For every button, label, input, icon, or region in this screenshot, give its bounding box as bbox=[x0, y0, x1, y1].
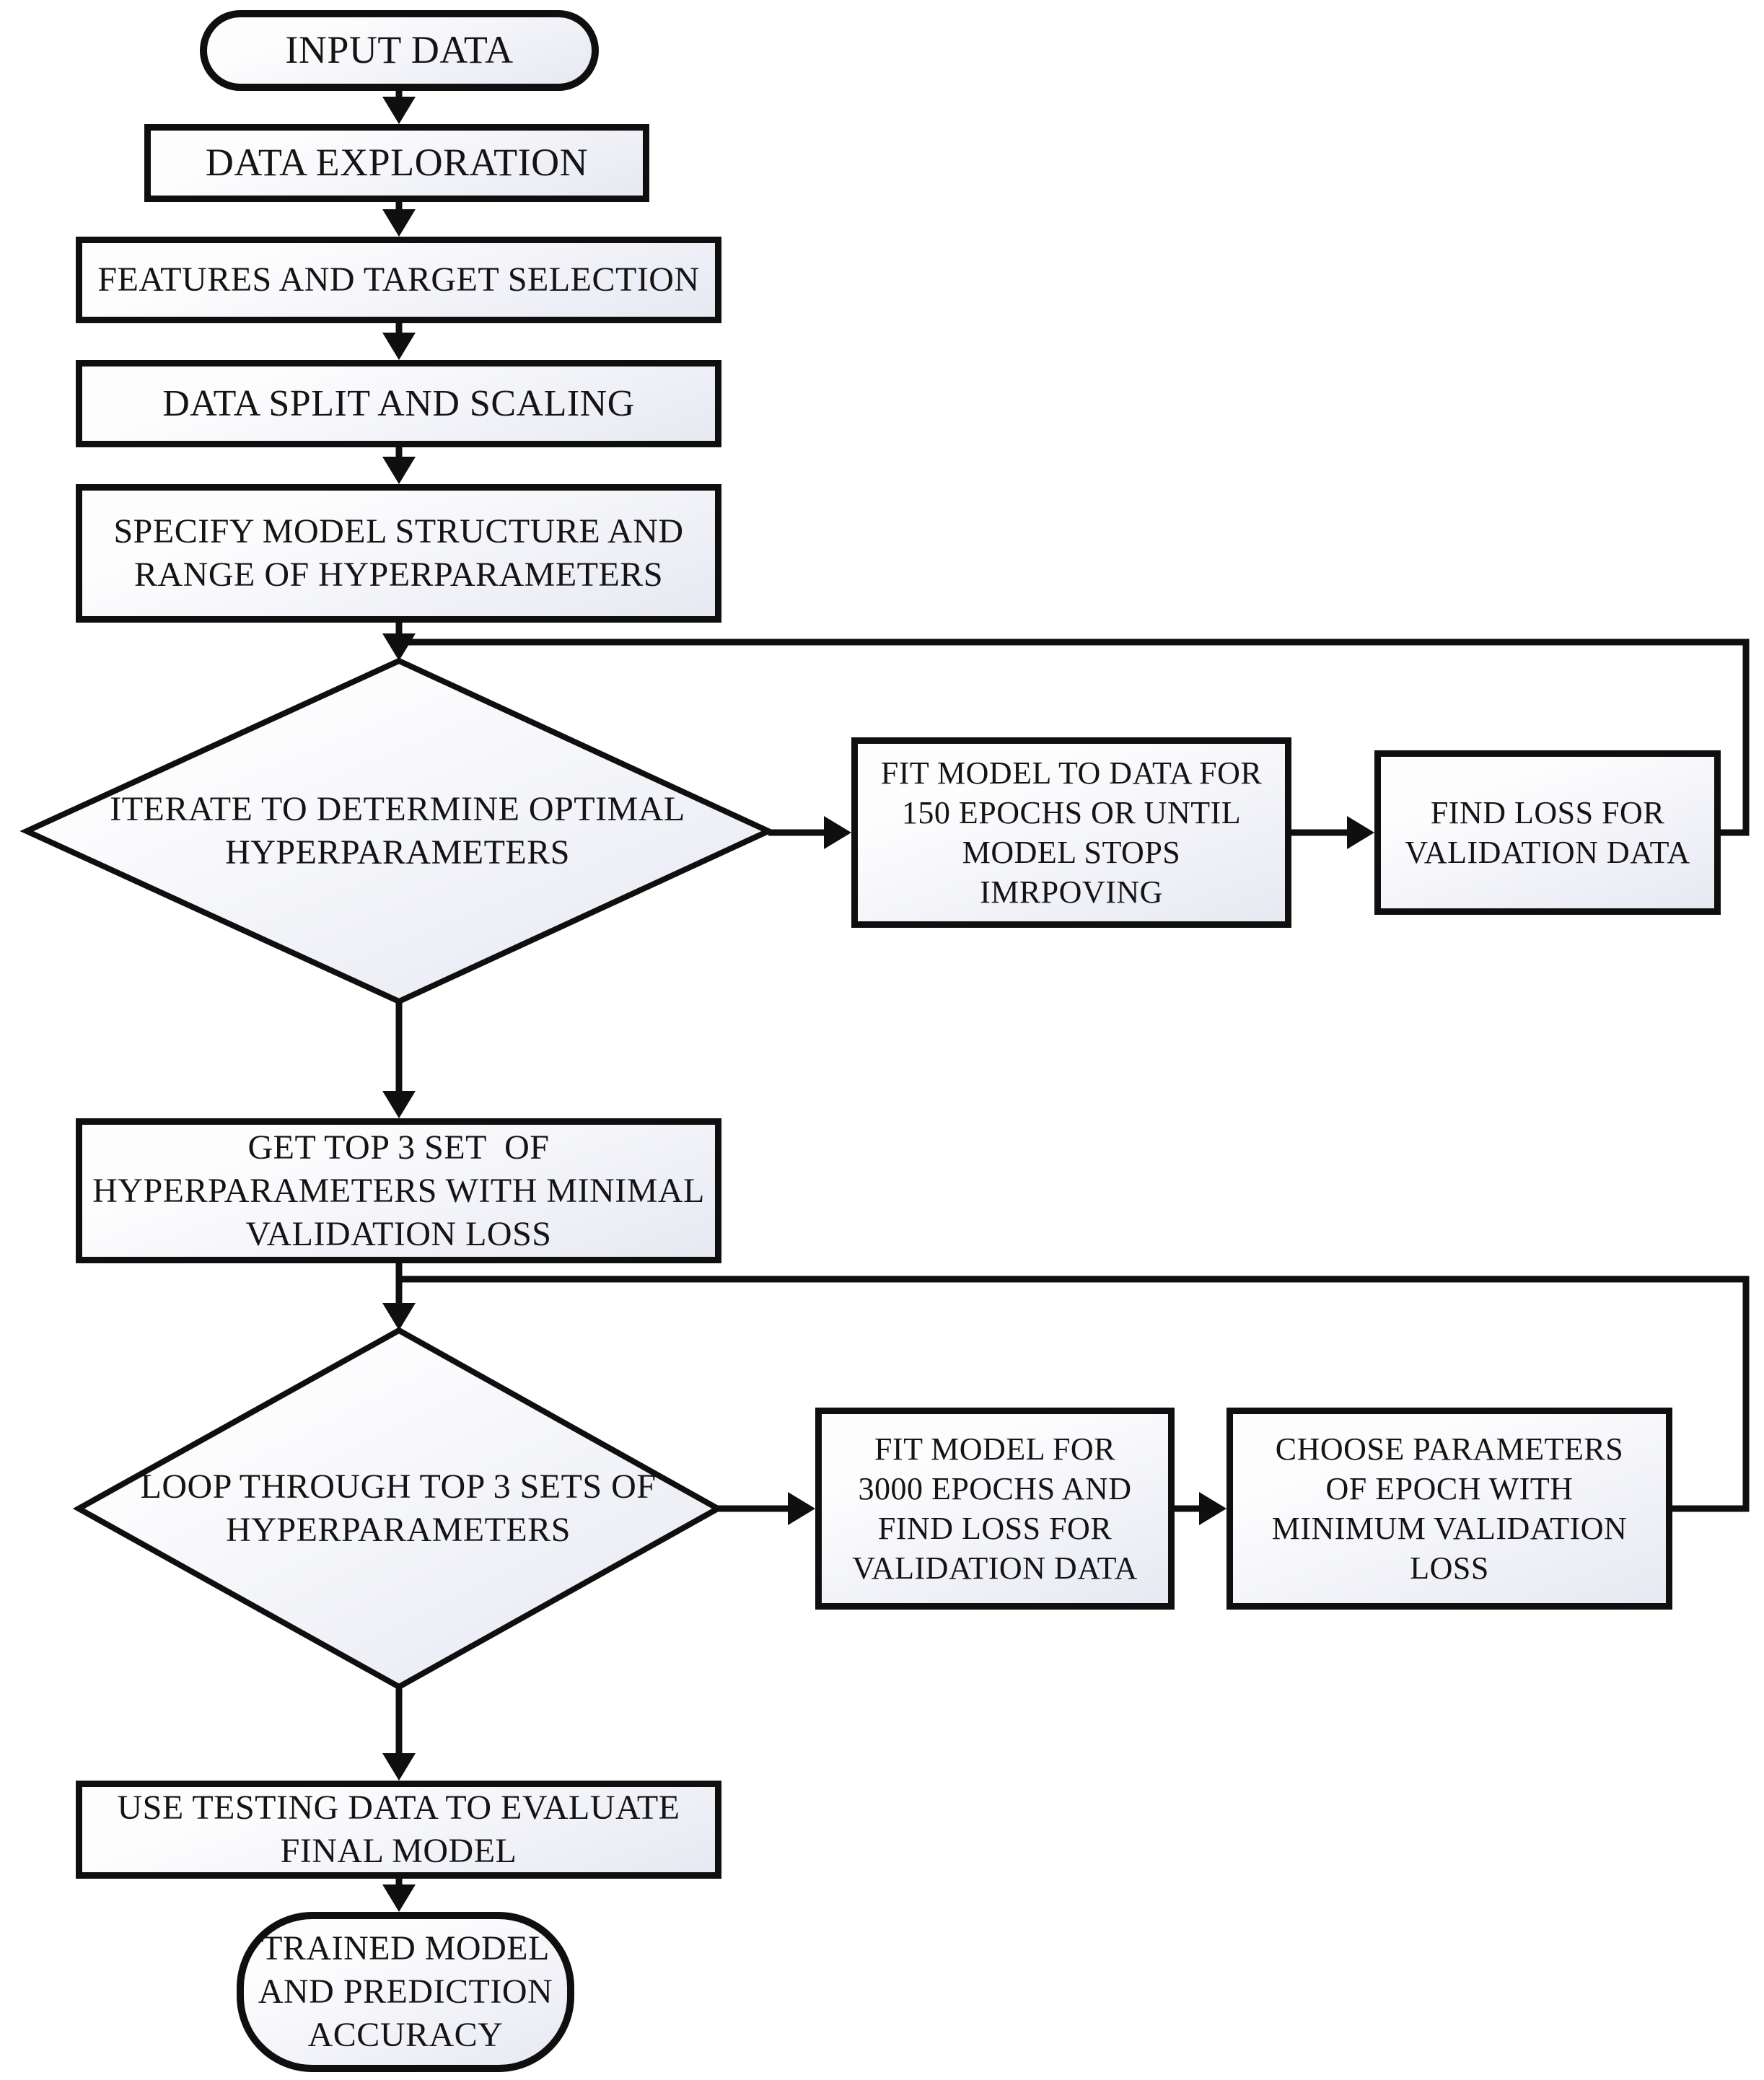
arrow-loop-to-fit3000 bbox=[718, 1492, 815, 1525]
iterate-diamond-label: ITERATE TO DETERMINE OPTIMAL HYPERPARAME… bbox=[110, 790, 685, 872]
arrow-split-to-specify bbox=[382, 447, 416, 484]
node-input-data: INPUT DATA bbox=[200, 10, 599, 91]
arrow-iterate-to-gettop3 bbox=[382, 1001, 416, 1118]
get-top3-label: GET TOP 3 SET OF HYPERPARAMETERS WITH MI… bbox=[92, 1128, 705, 1253]
arrow-iterate-to-fit150 bbox=[768, 816, 851, 849]
node-fit-model-3000: FIT MODEL FOR 3000 EPOCHS AND FIND LOSS … bbox=[815, 1408, 1175, 1610]
choose-params-label: CHOOSE PARAMETERS OF EPOCH WITH MINIMUM … bbox=[1271, 1431, 1628, 1586]
specify-model-label: SPECIFY MODEL STRUCTURE AND RANGE OF HYP… bbox=[113, 512, 684, 594]
arrow-testing-to-trained bbox=[382, 1879, 416, 1912]
arrow-input-to-exploration bbox=[382, 91, 416, 124]
arrow-fit150-to-findloss bbox=[1291, 816, 1374, 849]
node-get-top3: GET TOP 3 SET OF HYPERPARAMETERS WITH MI… bbox=[76, 1118, 721, 1263]
data-exploration-label: DATA EXPLORATION bbox=[205, 141, 589, 185]
input-data-label: INPUT DATA bbox=[285, 28, 514, 72]
fit-model-150-label: FIT MODEL TO DATA FOR 150 EPOCHS OR UNTI… bbox=[880, 755, 1263, 910]
loop-diamond-shape bbox=[72, 1327, 724, 1690]
node-trained-model: TRAINED MODEL AND PREDICTION ACCURACY bbox=[237, 1912, 574, 2072]
node-specify-model: SPECIFY MODEL STRUCTURE AND RANGE OF HYP… bbox=[76, 484, 721, 623]
trained-model-label: TRAINED MODEL AND PREDICTION ACCURACY bbox=[258, 1929, 553, 2054]
node-data-exploration: DATA EXPLORATION bbox=[144, 124, 649, 202]
node-data-split: DATA SPLIT AND SCALING bbox=[76, 360, 721, 447]
arrow-loop-to-testing bbox=[382, 1687, 416, 1781]
node-use-testing: USE TESTING DATA TO EVALUATE FINAL MODEL bbox=[76, 1781, 721, 1879]
loop-diamond-label: LOOP THROUGH TOP 3 SETS OF HYPERPARAMETE… bbox=[140, 1467, 657, 1549]
node-find-loss: FIND LOSS FOR VALIDATION DATA bbox=[1374, 750, 1721, 915]
feedback-loop-2 bbox=[399, 1276, 1750, 1512]
node-features-selection: FEATURES AND TARGET SELECTION bbox=[76, 237, 721, 323]
node-iterate-diamond: ITERATE TO DETERMINE OPTIMAL HYPERPARAME… bbox=[27, 661, 768, 1001]
node-loop-diamond: LOOP THROUGH TOP 3 SETS OF HYPERPARAMETE… bbox=[79, 1330, 718, 1687]
find-loss-label: FIND LOSS FOR VALIDATION DATA bbox=[1405, 795, 1690, 870]
arrow-fit3000-to-choose bbox=[1175, 1492, 1227, 1525]
feedback-loop-1 bbox=[399, 639, 1750, 836]
data-split-label: DATA SPLIT AND SCALING bbox=[162, 383, 635, 424]
features-selection-label: FEATURES AND TARGET SELECTION bbox=[97, 260, 700, 299]
arrow-exploration-to-features bbox=[382, 202, 416, 237]
node-choose-params: CHOOSE PARAMETERS OF EPOCH WITH MINIMUM … bbox=[1227, 1408, 1672, 1610]
fit-model-3000-label: FIT MODEL FOR 3000 EPOCHS AND FIND LOSS … bbox=[852, 1431, 1138, 1586]
node-fit-model-150: FIT MODEL TO DATA FOR 150 EPOCHS OR UNTI… bbox=[851, 737, 1291, 928]
use-testing-label: USE TESTING DATA TO EVALUATE FINAL MODEL bbox=[117, 1789, 680, 1870]
arrow-gettop3-to-loop bbox=[382, 1263, 416, 1330]
iterate-diamond-shape bbox=[19, 657, 776, 1005]
arrow-features-to-split bbox=[382, 323, 416, 360]
